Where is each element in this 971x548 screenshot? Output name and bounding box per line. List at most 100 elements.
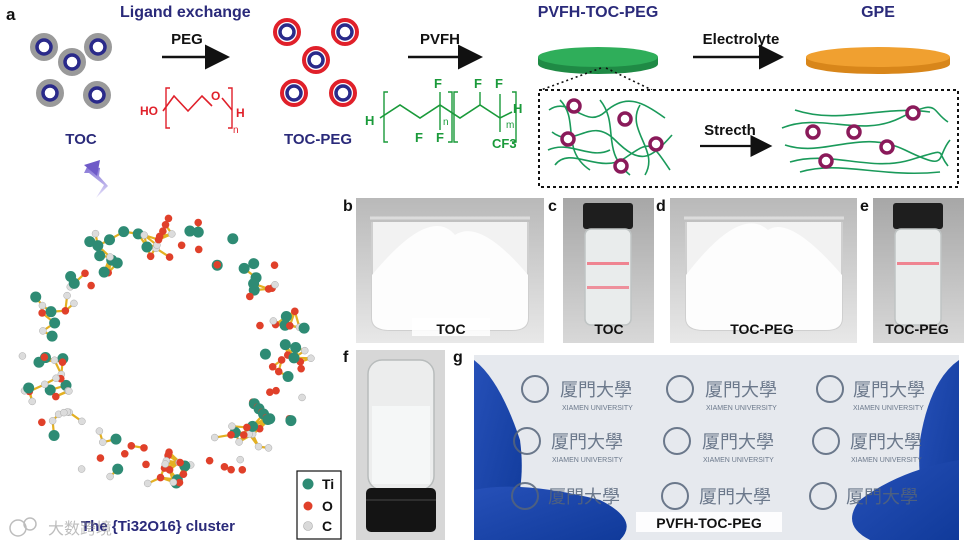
ligand-exchange-title: Ligand exchange — [120, 4, 251, 21]
cluster-atom-o — [61, 306, 70, 315]
cluster-atom-o — [38, 418, 46, 427]
ti-legend-label: Ti — [322, 476, 334, 492]
cluster-atom-ti — [280, 311, 292, 323]
cluster-atom-o — [161, 220, 170, 229]
peg-ho: HO — [140, 104, 158, 118]
toc-peg-particle — [879, 139, 895, 155]
panel-letter-f: f — [343, 349, 349, 366]
cluster-atom-o — [243, 423, 251, 432]
cluster-atom-c — [301, 346, 309, 355]
cluster-atom-ti — [141, 241, 153, 253]
pvfh-h-right: H — [513, 101, 522, 116]
cluster-atom-ti — [111, 257, 123, 269]
toc-particle — [58, 48, 86, 76]
cluster-atom-o — [96, 454, 105, 462]
watermark-en: XIAMEN UNIVERSITY — [853, 405, 924, 412]
pvfh-cf3: CF3 — [492, 136, 517, 151]
photo-e-vial: TOC-PEG — [873, 198, 964, 343]
watermark-cn: 厦門大學 — [846, 487, 918, 507]
cluster-atom-o — [179, 470, 188, 478]
cluster-atom-ti — [290, 342, 302, 354]
cluster-atom-o — [213, 260, 222, 269]
watermark-en: XIAMEN UNIVERSITY — [552, 457, 623, 464]
cluster-atom-ti — [279, 339, 291, 351]
cluster-atom-o — [155, 232, 164, 241]
c-legend-label: C — [322, 518, 332, 534]
cluster-atom-c — [91, 229, 100, 238]
cluster-atom-o — [81, 269, 89, 278]
university-seal-icon — [511, 482, 539, 510]
cluster-atom-c — [65, 387, 73, 395]
cluster-atom-ti — [248, 258, 260, 270]
cluster-atom-ti — [98, 266, 110, 278]
watermark-cn: 厦門大學 — [705, 380, 777, 400]
cluster-to-toc-arrowhead — [84, 160, 100, 176]
cluster-atom-ti — [30, 291, 42, 303]
cluster-atom-c — [106, 253, 114, 261]
cluster-atom-ti — [44, 384, 56, 396]
university-seal-icon — [812, 427, 840, 455]
cluster-atom-o — [266, 388, 274, 397]
film-disk — [538, 47, 658, 74]
watermark-cn: 厦門大學 — [702, 432, 774, 452]
toc-particles — [30, 33, 112, 109]
watermark-en: XIAMEN UNIVERSITY — [706, 405, 777, 412]
cluster-atom-ti — [65, 271, 77, 283]
watermark-cn: 厦門大學 — [699, 487, 771, 507]
photo-f-vial — [356, 350, 445, 540]
pvfh-formula: H F F F F F n m CF3 H — [365, 76, 522, 151]
gpe-label: GPE — [861, 4, 895, 21]
cluster-atom-o — [256, 321, 264, 330]
cluster-atom-o — [194, 218, 203, 227]
toc-peg-particle — [818, 153, 834, 169]
cluster-atom-o — [297, 364, 305, 373]
cluster-atom-c — [264, 444, 273, 452]
cluster-atom-ti — [288, 352, 300, 364]
pvfh-n: n — [443, 117, 449, 128]
cluster-atom-o — [52, 392, 60, 401]
photo-e-label: TOC-PEG — [885, 321, 949, 337]
cluster-atom-ti — [238, 262, 250, 274]
cluster-atom-o — [227, 431, 235, 439]
toc-peg-particle — [280, 79, 308, 107]
cluster-atom-ti — [118, 226, 130, 238]
cluster-atom-c — [169, 478, 178, 487]
cluster-atom-c — [236, 455, 244, 464]
cluster-atom-ti — [248, 278, 260, 290]
film-label: PVFH-TOC-PEG — [538, 4, 659, 21]
cluster-atom-c — [161, 460, 169, 468]
cluster-atom-c — [70, 299, 78, 308]
cluster-atom-ti — [46, 330, 58, 342]
photo-b-label: TOC — [436, 321, 465, 337]
toc-peg-particle — [613, 158, 629, 174]
pvfh-h-left: H — [365, 113, 374, 128]
cluster-atom-c — [298, 393, 306, 402]
cluster-atom-o — [38, 309, 46, 317]
toc-particle — [30, 33, 58, 61]
cluster-atom-o — [146, 252, 155, 261]
cluster-atom-o — [277, 356, 286, 364]
toc-peg-particle — [905, 105, 921, 121]
zoom-lines — [540, 67, 653, 91]
cluster-atom-c — [39, 327, 47, 335]
cluster-atom-ti — [285, 415, 297, 427]
watermark-cn: 厦門大學 — [853, 380, 925, 400]
film-watermarks: 厦門大學 XIAMEN UNIVERSITY 厦門大學 XIAMEN UNIVE… — [511, 375, 925, 510]
panel-letter-a: a — [6, 5, 16, 24]
cluster-atom-o — [227, 465, 235, 474]
university-seal-icon — [661, 482, 689, 510]
photo-b-beaker: TOC — [356, 198, 544, 343]
pvfh-f: F — [436, 130, 444, 145]
cluster-atom-c — [168, 230, 176, 238]
cluster-atom-c — [38, 301, 47, 310]
toc-peg-particle — [302, 46, 330, 74]
peg-formula: HO O H n — [140, 87, 245, 136]
ti32o16-cluster — [18, 214, 315, 489]
university-seal-icon — [663, 427, 691, 455]
network-zoom-box — [538, 89, 959, 188]
cluster-atom-o — [164, 214, 173, 223]
cluster-atom-ti — [94, 250, 106, 262]
cluster-atom-o — [87, 281, 95, 290]
cluster-atom-ti — [259, 348, 271, 360]
cluster-atom-c — [40, 380, 49, 389]
